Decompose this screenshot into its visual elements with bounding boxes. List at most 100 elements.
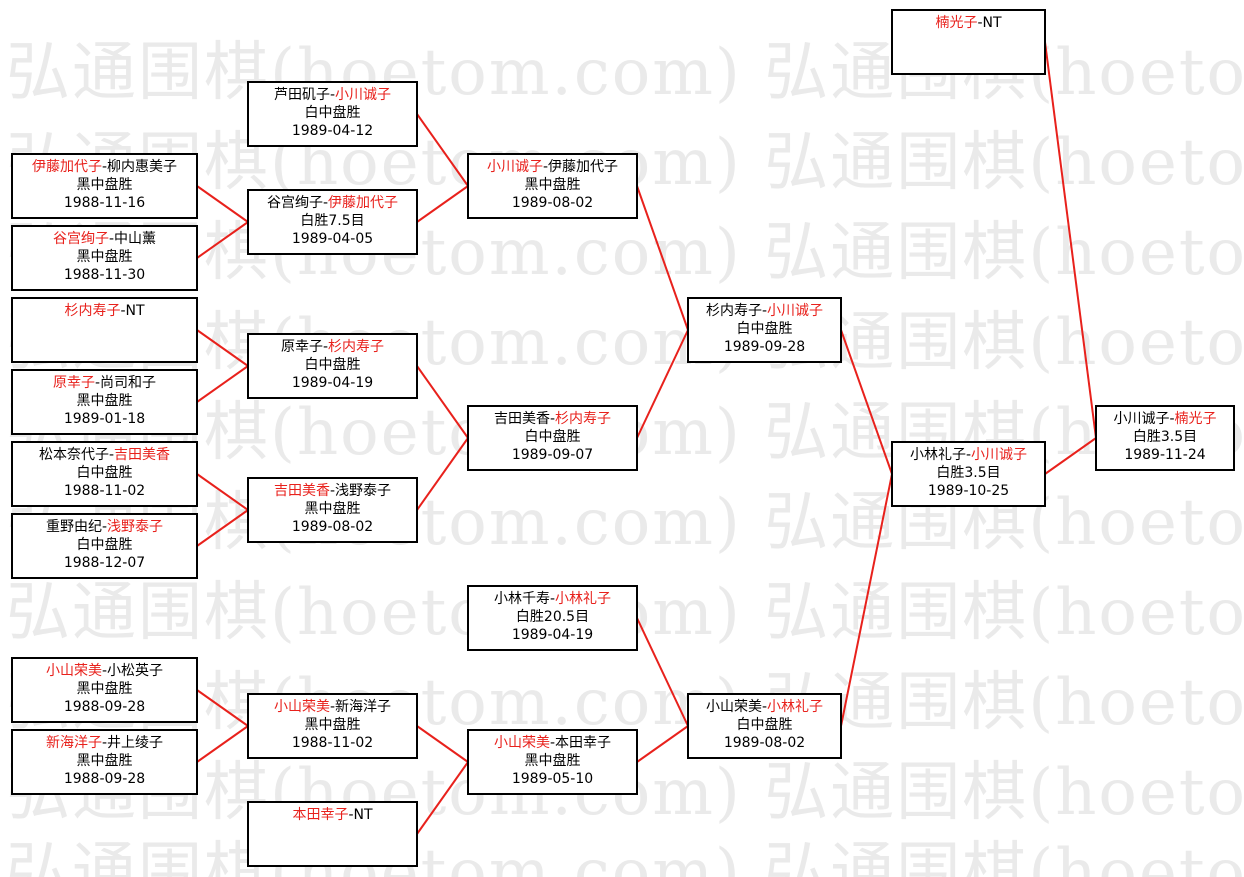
match-players: 伊藤加代子-柳内惠美子 [31,159,178,175]
player-1-name[interactable]: 松本奈代子 [38,447,109,463]
match-result: 白胜7.5目 [300,213,365,229]
match-box: 小山荣美-本田幸子 黑中盘胜 1989-05-10 [467,729,638,795]
match-players: 原幸子-尚司和子 [52,375,157,391]
match-result: 白中盘胜 [76,537,133,553]
player-1-name[interactable]: 伊藤加代子 [31,159,102,175]
player-2-name[interactable]: 小川诚子 [767,303,824,319]
match-players: 原幸子-杉内寿子 [280,339,385,355]
connector-line [636,617,689,727]
connector-line [840,473,893,727]
match-result: 白胜20.5目 [515,609,590,625]
match-result: 黑中盘胜 [76,681,133,697]
player-2-name[interactable]: NT [125,303,145,319]
match-box: 小山荣美-小松英子 黑中盘胜 1988-09-28 [11,657,198,723]
player-1-name[interactable]: 小川诚子 [1113,411,1170,427]
player-1-name[interactable]: 小山荣美 [493,735,550,751]
connector-line [196,725,249,763]
match-box: 本田幸子-NT [247,801,418,867]
match-result: 黑中盘胜 [76,249,133,265]
match-result: 黑中盘胜 [524,753,581,769]
player-1-name[interactable]: 杉内寿子 [705,303,762,319]
player-1-name[interactable]: 谷宫绚子 [52,231,109,247]
match-players: 吉田美香-杉内寿子 [493,411,612,427]
match-box: 谷宫绚子-伊藤加代子 白胜7.5目 1989-04-05 [247,189,418,255]
player-1-name[interactable]: 小山荣美 [705,699,762,715]
connector-line [636,185,689,331]
match-result: 白中盘胜 [304,105,361,121]
player-1-name[interactable]: 本田幸子 [292,807,349,823]
match-date: 1989-08-02 [723,735,806,751]
match-players: 吉田美香-浅野泰子 [273,483,392,499]
match-box: 芦田矶子-小川诚子 白中盘胜 1989-04-12 [247,81,418,147]
player-1-name[interactable]: 楠光子 [935,15,978,31]
player-2-name[interactable]: 楠光子 [1174,411,1217,427]
match-players: 楠光子-NT [935,15,1002,31]
match-date: 1988-11-30 [63,267,146,283]
player-2-name[interactable]: 浅野泰子 [107,519,164,535]
match-date: 1989-08-02 [511,195,594,211]
connector-line [196,509,249,547]
player-1-name[interactable]: 小山荣美 [273,699,330,715]
player-2-name[interactable]: 吉田美香 [114,447,171,463]
player-2-name[interactable]: 井上绫子 [107,735,164,751]
match-result: 白中盘胜 [736,717,793,733]
connector-line [196,473,249,511]
player-1-name[interactable]: 原幸子 [52,375,95,391]
match-box: 谷宫绚子-中山薰 黑中盘胜 1988-11-30 [11,225,198,291]
match-players: 小川诚子-伊藤加代子 [486,159,619,175]
match-date: 1988-09-28 [63,699,146,715]
match-date: 1989-11-24 [1124,447,1206,463]
match-box: 小林礼子-小川诚子 白胜3.5目 1989-10-25 [891,441,1046,507]
match-players: 小山荣美-新海洋子 [273,699,392,715]
match-date: 1988-11-02 [63,483,146,499]
connector-line [840,329,893,475]
connector-line [1044,437,1097,475]
match-box: 小川诚子-伊藤加代子 黑中盘胜 1989-08-02 [467,153,638,219]
player-1-name[interactable]: 谷宫绚子 [266,195,323,211]
match-players: 杉内寿子-NT [64,303,145,319]
match-players: 小山荣美-小林礼子 [705,699,824,715]
match-date: 1989-01-18 [63,411,146,427]
player-2-name[interactable]: 杉内寿子 [328,339,385,355]
connector-line [416,761,469,835]
player-1-name[interactable]: 新海洋子 [45,735,102,751]
player-2-name[interactable]: 本田幸子 [555,735,612,751]
match-result: 黑中盘胜 [76,753,133,769]
match-box: 杉内寿子-小川诚子 白中盘胜 1989-09-28 [687,297,842,363]
player-1-name[interactable]: 重野由纪 [45,519,102,535]
player-2-name[interactable]: 伊藤加代子 [548,159,619,175]
player-1-name[interactable]: 小林礼子 [909,447,966,463]
final-match-box: 小川诚子-楠光子 白胜3.5目 1989-11-24 [1095,405,1235,471]
connector-line [196,221,249,259]
player-2-name[interactable]: 小林礼子 [767,699,824,715]
player-2-name[interactable]: 小林礼子 [555,591,612,607]
player-1-name[interactable]: 小川诚子 [486,159,543,175]
player-1-name[interactable]: 吉田美香 [273,483,330,499]
player-2-name[interactable]: 中山薰 [114,231,157,247]
player-2-name[interactable]: 尚司和子 [100,375,157,391]
match-players: 松本奈代子-吉田美香 [38,447,171,463]
match-date: 1989-08-02 [291,519,374,535]
player-1-name[interactable]: 吉田美香 [493,411,550,427]
player-1-name[interactable]: 杉内寿子 [64,303,121,319]
player-2-name[interactable]: 小川诚子 [335,87,392,103]
player-1-name[interactable]: 小林千寿 [493,591,550,607]
player-2-name[interactable]: 小松英子 [107,663,164,679]
player-1-name[interactable]: 小山荣美 [45,663,102,679]
player-2-name[interactable]: 小川诚子 [971,447,1028,463]
player-2-name[interactable]: 柳内惠美子 [107,159,178,175]
player-2-name[interactable]: NT [353,807,373,823]
player-2-name[interactable]: 浅野泰子 [335,483,392,499]
match-box: 小林千寿-小林礼子 白胜20.5目 1989-04-19 [467,585,638,651]
player-2-name[interactable]: 杉内寿子 [555,411,612,427]
player-2-name[interactable]: 伊藤加代子 [328,195,399,211]
match-box: 小山荣美-小林礼子 白中盘胜 1989-08-02 [687,693,842,759]
match-result: 黑中盘胜 [76,177,133,193]
match-players: 小林千寿-小林礼子 [493,591,612,607]
match-date: 1989-10-25 [927,483,1010,499]
player-1-name[interactable]: 原幸子 [280,339,323,355]
player-2-name[interactable]: 新海洋子 [335,699,392,715]
match-players: 新海洋子-井上绫子 [45,735,164,751]
player-1-name[interactable]: 芦田矶子 [273,87,330,103]
player-2-name[interactable]: NT [982,15,1002,31]
